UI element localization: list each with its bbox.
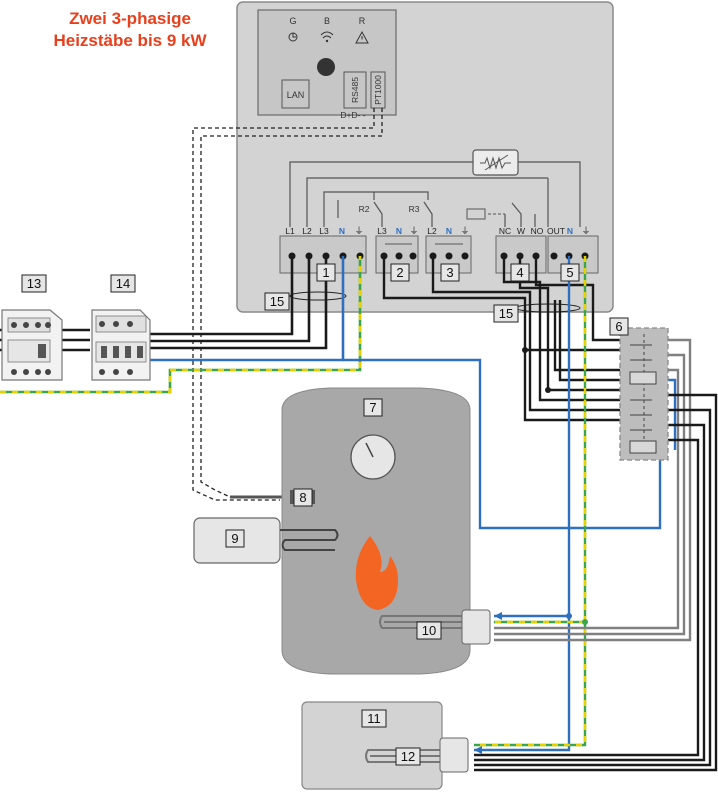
terminal-label-l1: L1 — [285, 226, 295, 236]
internal-wiring — [289, 161, 581, 227]
flame-icon — [355, 536, 398, 610]
terminal-label-r3-n: N — [446, 226, 452, 236]
earth-wires — [474, 256, 587, 747]
callout-1 — [316, 263, 336, 282]
terminal-label-nc: NC — [499, 226, 511, 236]
callout-11-label: 11 — [367, 711, 381, 726]
rs485-port[interactable] — [343, 71, 367, 109]
pt1000-port[interactable] — [370, 71, 386, 109]
water-tank — [281, 387, 471, 675]
callout-4 — [510, 263, 530, 282]
resistor-arrow-icon — [484, 154, 509, 171]
led-red: R — [355, 16, 369, 44]
contactor-internal — [630, 334, 652, 454]
relay-coil-symbol — [466, 208, 486, 220]
callout-7 — [363, 398, 383, 417]
terminal-label-pe: ⏚ — [354, 226, 363, 236]
wifi-icon — [320, 31, 334, 39]
callout-15-right-label: 15 — [499, 306, 513, 321]
callout-9 — [225, 529, 245, 548]
svg-text:R: R — [359, 16, 366, 26]
relay-r3-label: R3 — [409, 204, 420, 214]
lan-port-label: LAN — [287, 90, 305, 100]
terminal-label-out-pe: ⏚ — [581, 226, 590, 236]
terminal-label-r3-l2: L2 — [427, 226, 437, 236]
contactor-coil-1 — [629, 371, 657, 385]
relay-wires-black — [382, 256, 620, 422]
terminal-label-n: N — [339, 226, 345, 236]
led-blue: B — [320, 16, 334, 43]
callout-11 — [361, 709, 387, 728]
relay-r2-label: R2 — [359, 204, 370, 214]
svg-text:B: B — [324, 16, 330, 26]
heat-exchanger-coil — [280, 529, 339, 551]
callout-4-label: 4 — [516, 265, 523, 280]
callout-5-label: 5 — [566, 265, 573, 280]
callout-15-left-label: 15 — [270, 294, 284, 309]
callout-8-label: 8 — [299, 490, 306, 505]
callout-3-label: 3 — [446, 265, 453, 280]
title-line-1: Zwei 3-phasige — [69, 9, 191, 28]
callout-9-label: 9 — [231, 531, 238, 546]
title-line-2: Heizstäbe bis 9 kW — [53, 31, 207, 50]
diagram-title: Zwei 3-phasige Heizstäbe bis 9 kW — [20, 8, 240, 52]
rs485-pins-label: D+D- - — [340, 110, 365, 120]
terminal-label-l2: L2 — [302, 226, 312, 236]
resistor-zigzag-icon — [480, 156, 511, 170]
callout-14 — [110, 274, 136, 293]
callout-15-right — [493, 304, 519, 323]
terminal-label-r3-pe: ⏚ — [460, 226, 469, 236]
neutral-wires — [343, 256, 677, 752]
contactor-coil-2 — [629, 440, 657, 454]
callout-10-label: 10 — [422, 623, 436, 638]
callout-12-label: 12 — [401, 749, 415, 764]
warning-icon — [355, 30, 369, 44]
pt1000-port-label: PT1000 — [373, 75, 383, 105]
pt1000-sensor-wire-2 — [200, 108, 383, 498]
callout-1-label: 1 — [322, 265, 329, 280]
callout-14-label: 14 — [116, 276, 130, 291]
terminal-label-out-n: N — [567, 226, 573, 236]
terminal-label-no: NO — [531, 226, 544, 236]
callout-2 — [390, 263, 410, 282]
gauge-needle — [365, 442, 374, 458]
heating-rod-10 — [379, 609, 491, 645]
callout-13 — [21, 274, 47, 293]
mcb-breaker — [91, 309, 151, 381]
callout-15-left — [264, 292, 290, 311]
svg-text:G: G — [289, 16, 296, 26]
callout-3 — [440, 263, 460, 282]
rs485-port-label: RS485 — [350, 77, 360, 103]
led-green: G — [288, 16, 298, 42]
push-button[interactable] — [317, 58, 335, 76]
terminal-label-r2-pe: ⏚ — [409, 226, 418, 236]
callout-8 — [293, 488, 313, 507]
terminal-label-out: OUT — [547, 226, 565, 236]
callout-6 — [609, 317, 629, 336]
cable-gland-1 — [289, 291, 347, 301]
terminal-label-r2-n: N — [396, 226, 402, 236]
heater-12-wires — [474, 393, 718, 772]
terminal-label-r2-l3: L3 — [377, 226, 387, 236]
callout-13-label: 13 — [27, 276, 41, 291]
callout-10 — [416, 621, 442, 640]
terminal-label-l3: L3 — [319, 226, 329, 236]
callout-5 — [560, 263, 580, 282]
heater-10-wires — [494, 338, 692, 642]
ntc-resistor-symbol — [472, 149, 519, 176]
callout-12 — [395, 747, 421, 766]
callout-6-label: 6 — [615, 319, 622, 334]
callout-7-label: 7 — [369, 400, 376, 415]
terminal-label-w: W — [517, 226, 525, 236]
rcd-breaker — [1, 309, 63, 381]
pt1000-sensor-wire-1 — [192, 108, 375, 501]
callout-2-label: 2 — [396, 265, 403, 280]
lan-port[interactable] — [281, 79, 310, 109]
